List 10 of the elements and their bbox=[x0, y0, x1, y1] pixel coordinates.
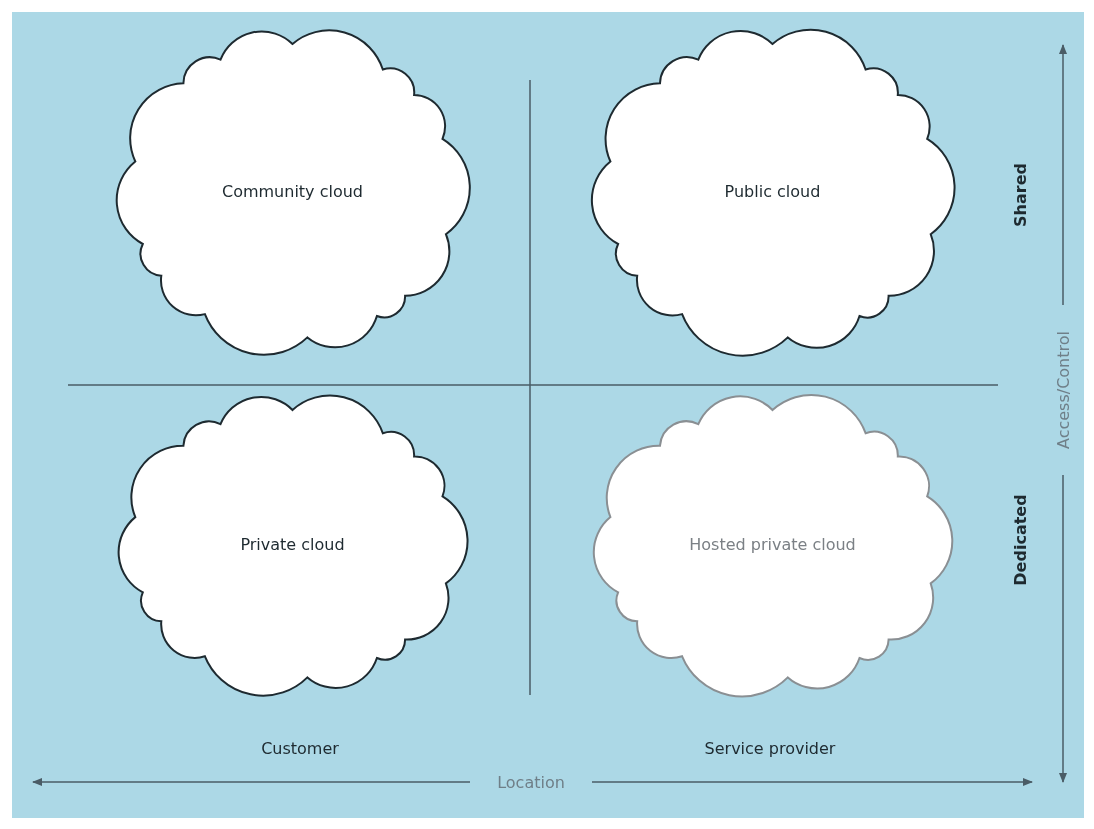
axis-label: Shared bbox=[1010, 163, 1030, 227]
axis-label: Customer bbox=[261, 738, 339, 758]
cloud-label: Community cloud bbox=[222, 181, 363, 201]
cloud-label: Private cloud bbox=[240, 534, 345, 554]
axis-label: Service provider bbox=[704, 738, 836, 758]
axis-label: Dedicated bbox=[1010, 494, 1030, 586]
cloud-label: Public cloud bbox=[724, 181, 821, 201]
axis-title: Access/Control bbox=[1053, 331, 1073, 449]
axis-title: Location bbox=[497, 772, 565, 792]
cloud-label: Hosted private cloud bbox=[689, 534, 856, 554]
